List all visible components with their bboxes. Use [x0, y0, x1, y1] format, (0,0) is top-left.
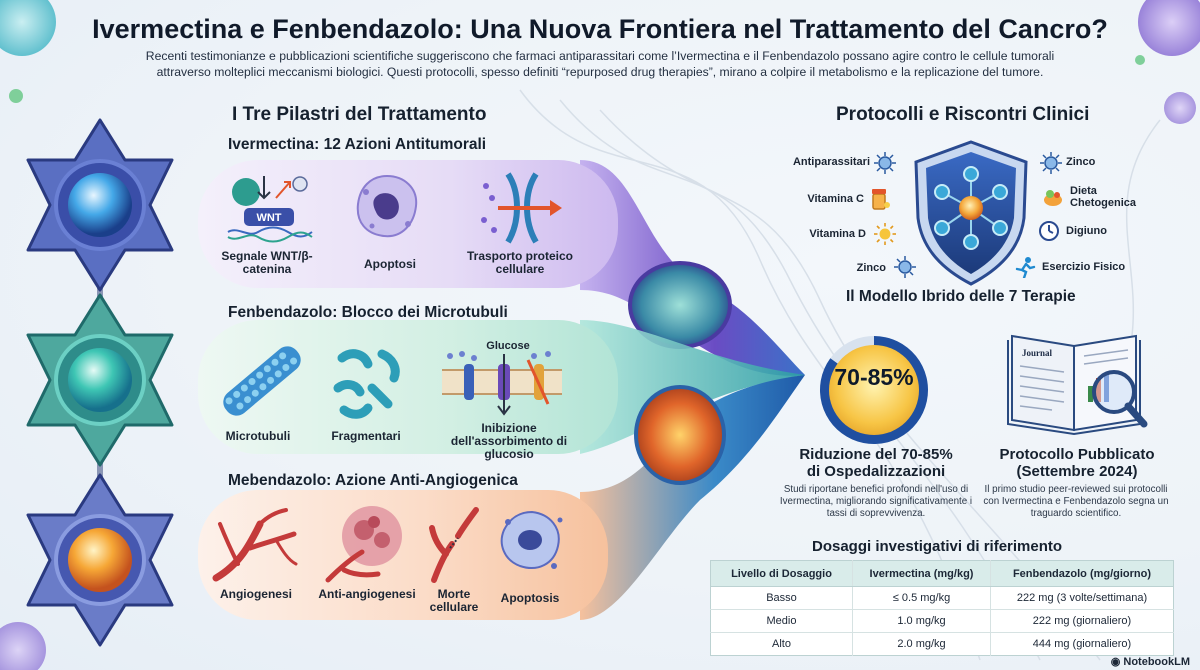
item-digiuno: Digiuno — [1066, 225, 1107, 237]
stat1-title: Riduzione del 70-85% di Ospedalizzazioni — [799, 446, 953, 480]
label-morte-cellulare: Morte cellulare — [429, 587, 479, 614]
cell-fenbendazolo — [26, 293, 174, 467]
table-row: Medio 1.0 mg/kg 222 mg (giornaliero) — [710, 609, 1174, 633]
item-antiparassitari: Antiparassitari — [792, 156, 870, 168]
virus-icon — [1040, 152, 1062, 174]
item-esercizio-fisico: Esercizio Fisico — [1042, 261, 1126, 273]
wnt-signal-icon: WNT — [227, 176, 313, 243]
mebendazolo-heading: Mebendazolo: Azione Anti-Angiogenica — [228, 472, 518, 489]
label-angiogenesi: Angiogenesi — [219, 587, 292, 601]
molecule-column — [26, 118, 174, 647]
protocols-heading: Protocolli e Riscontri Clinici — [836, 104, 1090, 125]
fragments-icon — [333, 349, 400, 419]
item-zinco-right: Zinco — [1066, 156, 1096, 168]
col-fenbendazolo: Fenbendazolo (mg/giorno) — [990, 560, 1174, 587]
label-microtubuli: Microtubuli — [225, 429, 291, 443]
virus-icon — [894, 256, 916, 278]
svg-text:Journal: Journal — [1022, 348, 1053, 358]
hybrid-model-heading: Il Modello Ibrido delle 7 Terapie — [846, 288, 1076, 305]
fenbendazolo-heading: Fenbendazolo: Blocco dei Microtubuli — [228, 304, 508, 321]
shield-icon — [914, 140, 1028, 286]
flow-ribbons — [580, 160, 805, 620]
cell-mebendazolo — [26, 473, 174, 647]
anti-angiogenesis-icon — [325, 506, 402, 583]
running-icon — [1015, 257, 1036, 278]
apoptosis-cell-icon — [356, 174, 418, 238]
glucose-channel-icon — [442, 351, 562, 416]
table-header-row: Livello di Dosaggio Ivermectina (mg/kg) … — [710, 560, 1174, 587]
percent-donut — [819, 336, 928, 444]
glucose-label: Glucose — [486, 340, 530, 352]
col-ivermectina: Ivermectina (mg/kg) — [852, 560, 991, 587]
protein-transport-icon — [481, 172, 562, 244]
col-livello: Livello di Dosaggio — [710, 560, 853, 587]
stat2-title: Protocollo Pubblicato (Settembre 2024) — [999, 446, 1155, 480]
svg-text:WNT: WNT — [256, 212, 281, 224]
food-icon — [1044, 190, 1062, 206]
journal-icon: Journal — [1007, 334, 1148, 436]
intro-text: Recenti testimonianze e pubblicazioni sc… — [145, 49, 1055, 79]
sun-icon — [874, 223, 896, 245]
pillars-heading: I Tre Pilastri del Trattamento — [232, 104, 487, 125]
ivermectina-heading: Ivermectina: 12 Azioni Antitumorali — [228, 136, 487, 153]
item-vitamina-c: Vitamina C — [807, 193, 864, 205]
label-glucosio: Inibizione dell'assorbimento di glucosio — [450, 421, 568, 461]
table-row: Basso ≤ 0.5 mg/kg 222 mg (3 volte/settim… — [710, 586, 1174, 610]
clock-icon — [1039, 221, 1059, 241]
label-apoptosi: Apoptosi — [364, 257, 416, 271]
cell-ivermectina — [26, 118, 174, 292]
percent-label: 70-85% — [834, 364, 914, 390]
label-anti-angiogenesi: Anti-angiogenesi — [318, 587, 416, 601]
item-zinco-left: Zinco — [856, 262, 886, 274]
brand-logo: ◉ NotebookLM — [1110, 656, 1190, 668]
pill-bottle-icon — [872, 189, 890, 210]
page-title: Ivermectina e Fenbendazolo: Una Nuova Fr… — [92, 14, 1108, 44]
virus-icon — [874, 152, 896, 174]
microtubule-icon — [223, 346, 301, 416]
dosage-heading: Dosaggi investigativi di riferimento — [812, 538, 1063, 555]
dosage-table: Livello di Dosaggio Ivermectina (mg/kg) … — [710, 560, 1174, 656]
stat2-text: Il primo studio peer-reviewed sui protoc… — [983, 484, 1169, 519]
angiogenesis-icon — [212, 508, 298, 582]
item-vitamina-d: Vitamina D — [809, 228, 866, 240]
corner-cell — [0, 0, 56, 56]
label-fragmentari: Fragmentari — [331, 429, 401, 443]
cell-death-icon — [429, 507, 479, 583]
table-row: Alto 2.0 mg/kg 444 mg (giornaliero) — [710, 632, 1174, 656]
label-apoptosis: Apoptosis — [500, 591, 560, 605]
stat1-text: Studi riportane benefici profondi nell'u… — [779, 484, 973, 519]
brand-icon: ◉ — [1110, 656, 1124, 668]
apoptosis-cell-icon-2 — [500, 510, 563, 569]
label-trasporto: Trasporto proteico cellulare — [466, 249, 573, 276]
label-wnt: Segnale WNT/β-catenina — [221, 249, 313, 276]
item-dieta-chetogenica: Dieta Chetogenica — [1070, 185, 1137, 209]
